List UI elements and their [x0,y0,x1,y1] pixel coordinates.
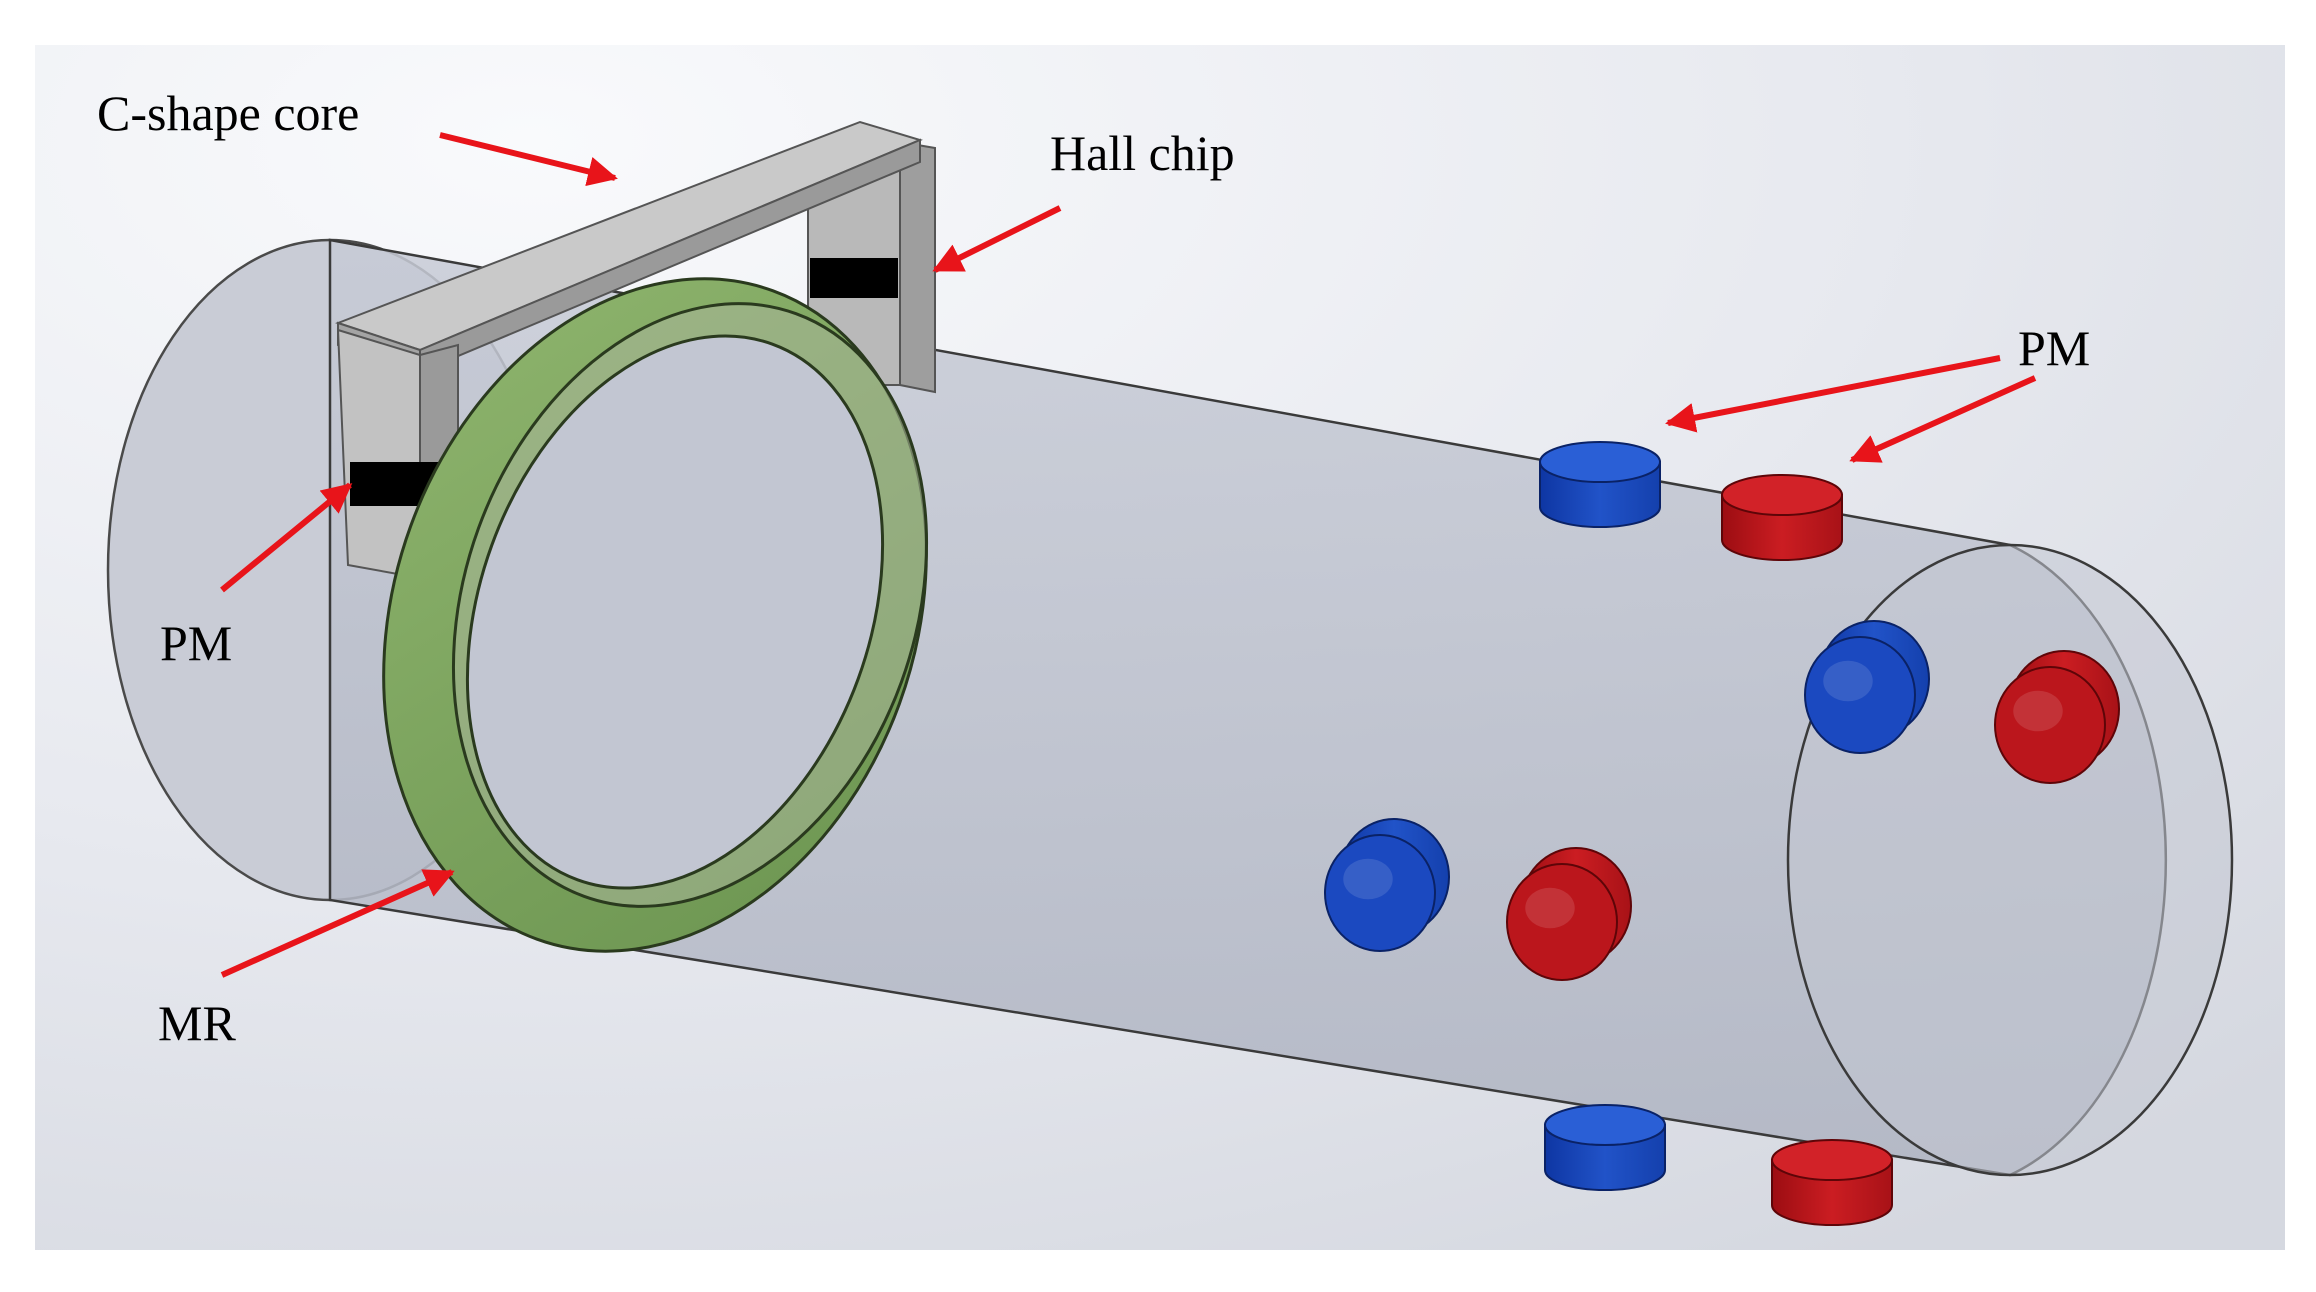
magnet-blue-1 [1539,441,1661,528]
arrow-hall-chip [932,205,1062,273]
magnet-red-6 [1506,847,1632,981]
magnet-red-8 [1771,1139,1893,1226]
magnet-red-4 [1994,650,2120,784]
label-pm-top-right: PM [2018,320,2090,376]
label-c-shape-core: C-shape core [97,85,359,141]
label-pm-left: PM [160,615,232,671]
arrow-pm-top-red [1849,375,2037,463]
arrow-pm-left [220,482,353,593]
arrow-c-shape-core [439,132,618,187]
arrow-mr [220,869,455,978]
mr-ring [382,277,929,953]
arrow-pm-top-blue [1665,355,2001,433]
permanent-magnets [1324,441,2120,1226]
label-mr: MR [158,995,236,1051]
magnet-blue-5 [1324,818,1450,952]
magnet-red-2 [1721,474,1843,561]
hall-chip-back [810,258,898,298]
magnet-blue-3 [1804,620,1930,754]
annotation-arrows [220,132,2037,978]
magnet-blue-7 [1544,1104,1666,1191]
label-hall-chip: Hall chip [1050,125,1235,181]
